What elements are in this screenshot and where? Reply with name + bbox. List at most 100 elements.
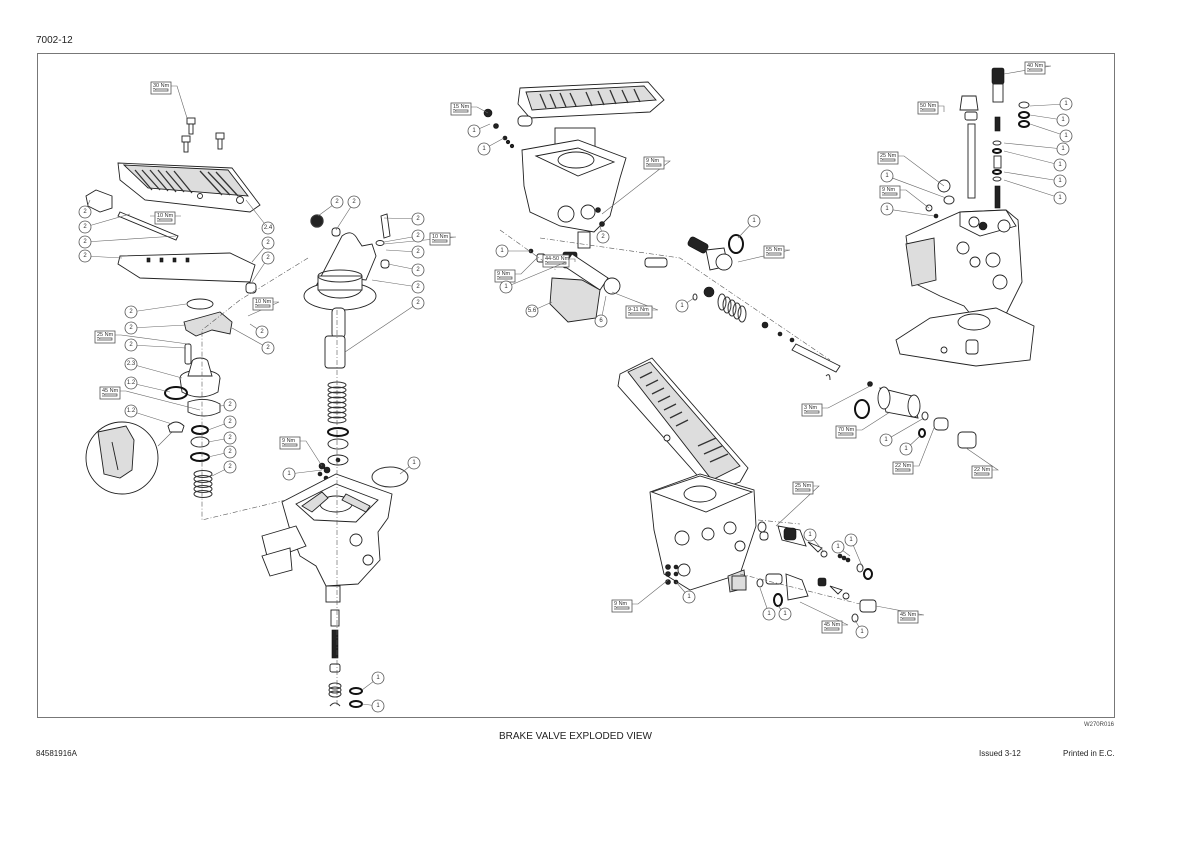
torque-value: 15 Nm xyxy=(453,104,470,110)
torque-value: 9 Nm xyxy=(282,438,296,444)
torque-value: 22 Nm xyxy=(895,463,912,469)
leader-line xyxy=(1003,179,1061,199)
torque-spec-label: 9 Nm xyxy=(643,156,665,170)
figure-reference-code: W270R016 xyxy=(1083,722,1114,728)
leader-line xyxy=(611,291,659,311)
torque-spec-label: 25 Nm xyxy=(792,481,814,495)
wrench-icon xyxy=(496,276,513,280)
item-number: 1.2 xyxy=(127,380,136,386)
leader-line xyxy=(515,257,538,275)
item-number: 2 xyxy=(416,216,420,222)
wrench-icon xyxy=(101,393,118,397)
item-number: 2 xyxy=(83,253,87,259)
torque-value: 45 Nm xyxy=(900,612,917,618)
leader-line xyxy=(171,85,188,119)
detail-magnifier xyxy=(85,421,185,495)
leader-line xyxy=(900,189,930,209)
leader-line xyxy=(569,258,576,262)
item-callout: 2 xyxy=(411,280,425,294)
item-callout: 2 xyxy=(223,415,237,429)
stem-part xyxy=(959,95,979,199)
item-number: 1.2 xyxy=(127,408,136,414)
leader-line xyxy=(913,427,935,467)
wrench-icon xyxy=(894,468,911,472)
valve-body-part xyxy=(521,127,627,249)
leader-line xyxy=(247,301,280,317)
item-callout: 1 xyxy=(1053,174,1067,188)
item-number: 1 xyxy=(1061,117,1065,123)
torque-value: 70 Nm xyxy=(838,427,855,433)
torque-spec-label: 25 Nm xyxy=(94,330,116,344)
item-callout: 2 xyxy=(330,195,344,209)
leader-line xyxy=(130,303,187,313)
item-number: 1 xyxy=(1061,146,1065,152)
leader-line xyxy=(632,579,669,605)
item-number: 1 xyxy=(1058,178,1062,184)
wrench-icon xyxy=(431,239,448,243)
item-callout: 2 xyxy=(124,338,138,352)
item-callout: 1 xyxy=(803,528,817,542)
leader-line xyxy=(885,417,925,441)
leader-line xyxy=(1003,65,1052,75)
item-callout: 1 xyxy=(499,280,513,294)
torque-spec-label: 55 Nm xyxy=(763,245,785,259)
item-number: 2 xyxy=(601,234,605,240)
item-number: 2 xyxy=(129,342,133,348)
item-callout: 1 xyxy=(844,533,858,547)
torque-value: 25 Nm xyxy=(795,483,812,489)
item-number: 2 xyxy=(260,329,264,335)
item-callout: 2 xyxy=(411,245,425,259)
torque-spec-label: 9 Nm xyxy=(494,269,516,283)
lower-center-assembly xyxy=(617,357,877,623)
torque-spec-label: 10 Nm xyxy=(252,297,274,311)
item-callout: 2 xyxy=(596,230,610,244)
torque-value: 30 Nm xyxy=(153,83,170,89)
item-number: 2 xyxy=(266,240,270,246)
item-callout: 1 xyxy=(1059,129,1073,143)
wrench-icon xyxy=(919,108,936,112)
wrench-icon xyxy=(627,312,650,316)
item-number: 2 xyxy=(228,435,232,441)
item-callout: 1 xyxy=(879,433,893,447)
figure-frame xyxy=(37,53,1115,718)
pin-part xyxy=(117,211,179,241)
plunger-part xyxy=(991,67,1030,209)
item-callout: 1 xyxy=(831,540,845,554)
item-number: 1 xyxy=(808,532,812,538)
torque-value: 44-50 Nm xyxy=(545,256,570,262)
item-callout: 2 xyxy=(78,235,92,249)
torque-spec-label: 45 Nm xyxy=(821,620,843,634)
item-callout: 1 xyxy=(282,467,296,481)
item-callout: 2 xyxy=(261,236,275,250)
item-callout: 6 xyxy=(594,314,608,328)
item-callout: 2 xyxy=(261,341,275,355)
leader-line xyxy=(344,302,419,353)
item-number: 6 xyxy=(599,318,603,324)
item-callout: 1 xyxy=(880,202,894,216)
torque-value: 10 Nm xyxy=(157,213,174,219)
item-number: 1 xyxy=(885,206,889,212)
wrench-icon xyxy=(544,261,567,265)
item-callout: 5.6 xyxy=(525,304,539,318)
leader-line xyxy=(130,344,187,349)
print-location: Printed in E.C. xyxy=(1063,749,1115,758)
leader-line xyxy=(130,382,171,393)
torque-value: 9-11 Nm xyxy=(628,307,649,313)
boot-part xyxy=(179,357,221,398)
item-number: 2 xyxy=(83,209,87,215)
item-callout: 2.3 xyxy=(124,357,138,371)
wrench-icon xyxy=(765,252,782,256)
torque-value: 9 Nm xyxy=(882,187,896,193)
item-number: 2.3 xyxy=(127,361,136,367)
leader-line xyxy=(300,440,323,467)
item-number: 2 xyxy=(416,233,420,239)
torque-spec-label: 25 Nm xyxy=(877,151,899,165)
base-bracket-part xyxy=(895,307,1035,367)
item-callout: 1.2 xyxy=(124,404,138,418)
item-number: 1 xyxy=(767,611,771,617)
torque-value: 3 Nm xyxy=(804,405,818,411)
item-callout: 2 xyxy=(347,195,361,209)
item-number: 1 xyxy=(504,284,508,290)
leader-line xyxy=(856,411,891,431)
item-number: 1 xyxy=(1064,101,1068,107)
